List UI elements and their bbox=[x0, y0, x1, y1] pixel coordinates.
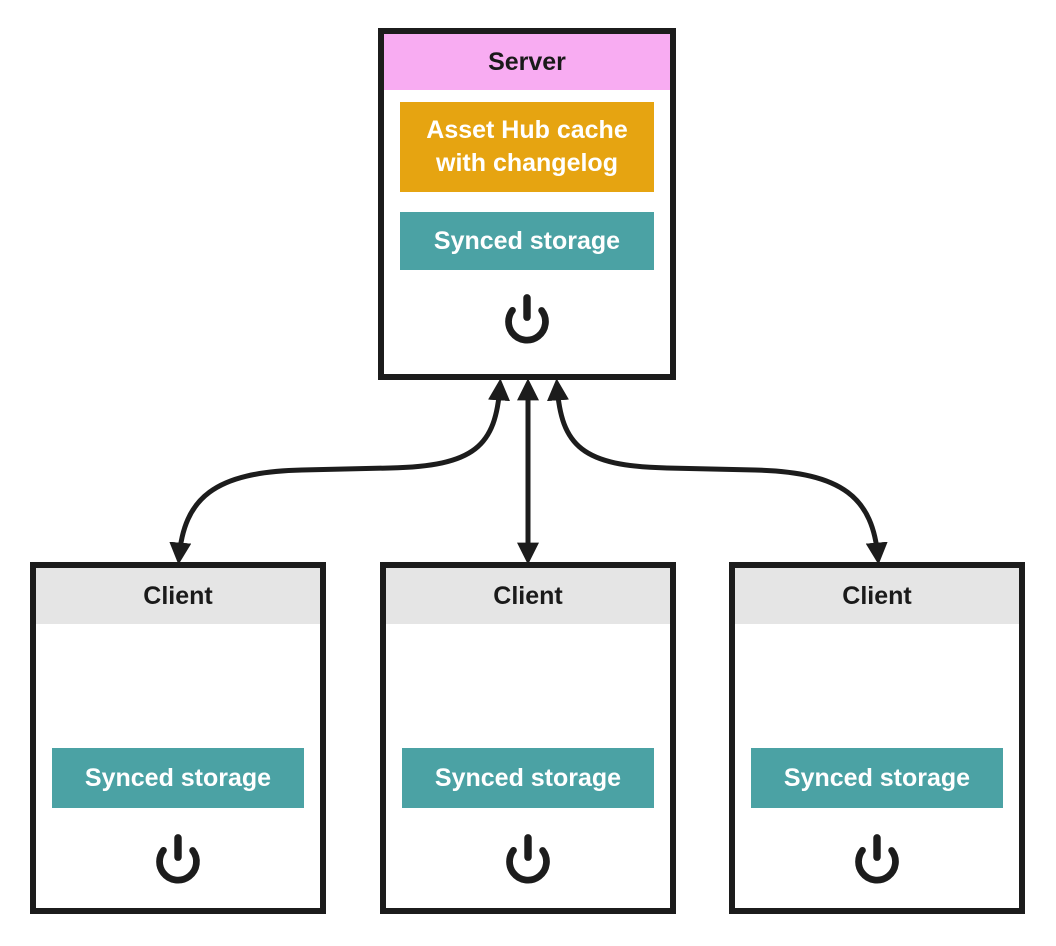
client-node-right: Client Synced storage bbox=[729, 562, 1025, 914]
power-icon bbox=[855, 834, 899, 884]
arrow-server-client-left bbox=[169, 378, 510, 565]
client-title: Client bbox=[386, 568, 670, 624]
client-node-left: Client Synced storage bbox=[30, 562, 326, 914]
client-power-wrap bbox=[386, 832, 670, 886]
client-power-wrap bbox=[735, 832, 1019, 886]
power-icon bbox=[505, 294, 549, 344]
arrow-server-client-right bbox=[547, 378, 888, 565]
client-node-middle: Client Synced storage bbox=[380, 562, 676, 914]
client-synced-storage-box: Synced storage bbox=[751, 748, 1003, 808]
client-synced-storage-box: Synced storage bbox=[52, 748, 304, 808]
power-icon bbox=[506, 834, 550, 884]
asset-hub-cache-box: Asset Hub cache with changelog bbox=[400, 102, 654, 192]
client-title: Client bbox=[36, 568, 320, 624]
server-node: Server Asset Hub cache with changelog Sy… bbox=[378, 28, 676, 380]
power-icon bbox=[156, 834, 200, 884]
client-power-wrap bbox=[36, 832, 320, 886]
server-power-wrap bbox=[384, 292, 670, 346]
client-title: Client bbox=[735, 568, 1019, 624]
server-synced-storage-box: Synced storage bbox=[400, 212, 654, 270]
server-title: Server bbox=[384, 34, 670, 90]
client-synced-storage-box: Synced storage bbox=[402, 748, 654, 808]
